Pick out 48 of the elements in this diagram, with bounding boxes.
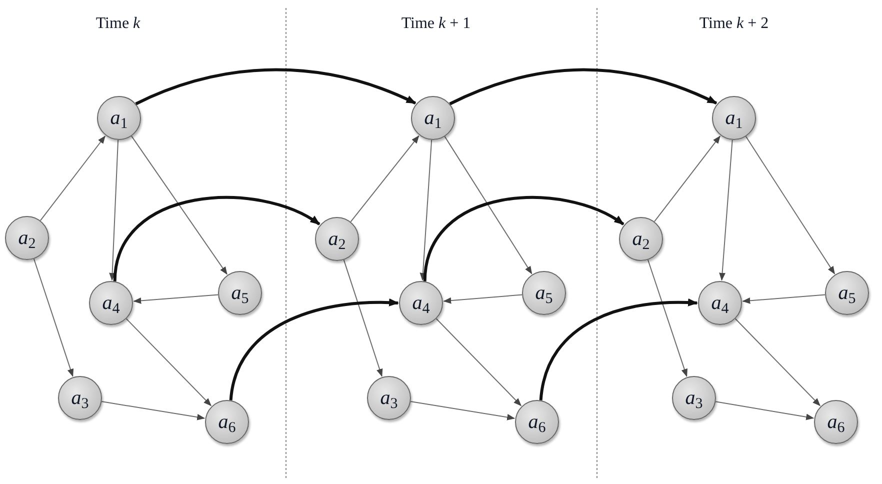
arrow — [229, 298, 399, 401]
arrow — [126, 318, 212, 406]
time-label: Time k + 1 — [401, 14, 471, 34]
arrow — [350, 135, 420, 222]
arrow — [423, 196, 624, 282]
arrow — [449, 68, 718, 106]
node-label: a$_{2}$ — [328, 229, 346, 249]
node-label: a$_{6}$ — [528, 412, 546, 432]
node-label: a$_{1}$ — [110, 108, 128, 128]
arrow — [715, 401, 814, 420]
time-label: Time k + 2 — [699, 14, 769, 34]
arrow — [131, 136, 228, 275]
arrow — [33, 258, 74, 377]
node-label: a$_{6}$ — [827, 412, 845, 432]
node-label: a$_{4}$ — [412, 293, 430, 313]
arrow — [135, 68, 416, 106]
node-label: a$_{5}$ — [535, 283, 553, 303]
arrow — [109, 139, 119, 281]
arrow — [133, 294, 219, 304]
node-label: a$_{1}$ — [725, 108, 743, 128]
arrow — [539, 298, 698, 401]
node-label: a$_{2}$ — [632, 229, 650, 249]
arrow — [654, 136, 720, 222]
arrow — [745, 136, 836, 274]
node-label: a$_{3}$ — [380, 388, 398, 408]
arrow — [742, 294, 826, 304]
arrow — [436, 318, 522, 406]
node-label: a$_{4}$ — [711, 293, 729, 313]
arrow — [343, 259, 383, 377]
arrow — [719, 139, 733, 281]
arrow — [443, 294, 523, 304]
node-label: a$_{3}$ — [71, 388, 89, 408]
node-label: a$_{6}$ — [218, 412, 236, 432]
arrow — [410, 401, 516, 420]
node-label: a$_{2}$ — [18, 228, 36, 248]
arrow — [101, 401, 206, 420]
arrow — [734, 318, 820, 406]
node-label: a$_{3}$ — [685, 388, 703, 408]
time-label: Time k — [96, 14, 140, 34]
arrow — [40, 136, 106, 222]
arrow — [444, 136, 532, 274]
arrow — [420, 139, 432, 281]
node-label: a$_{5}$ — [838, 283, 856, 303]
arrow — [647, 259, 688, 377]
arrow — [113, 196, 320, 282]
node-label: a$_{1}$ — [424, 108, 442, 128]
node-label: a$_{5}$ — [231, 283, 249, 303]
node-label: a$_{4}$ — [102, 293, 120, 313]
